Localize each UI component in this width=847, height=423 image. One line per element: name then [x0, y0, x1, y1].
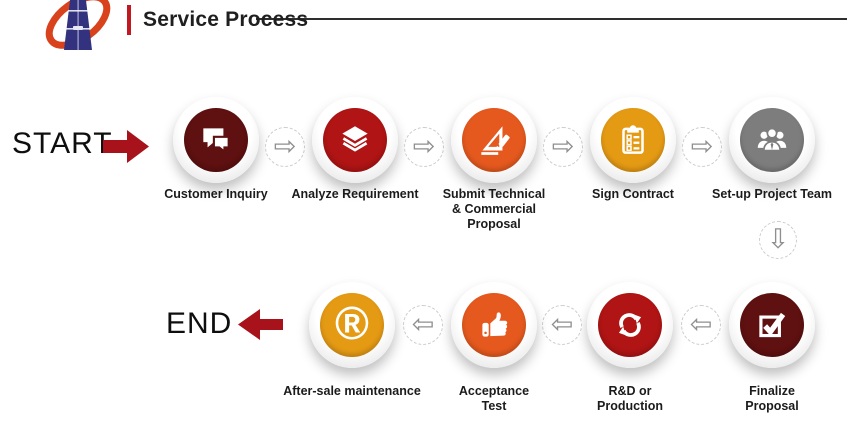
step-ring [312, 97, 398, 183]
step-ring [729, 97, 815, 183]
end-label: END [166, 307, 233, 340]
arrow-left-icon: ⇦ [403, 305, 443, 345]
arrow-glyph: ⇨ [690, 130, 714, 162]
step-label: Analyze Requirement [291, 187, 419, 201]
arrow-glyph: ⇦ [689, 308, 713, 340]
step-ring [729, 282, 815, 368]
start-arrow-icon [103, 130, 149, 163]
step-label: Submit Technical & Commercial Proposal [442, 187, 546, 231]
checkbox-icon [759, 312, 786, 338]
step-ring [587, 282, 673, 368]
page-title: Service Process [143, 8, 309, 31]
step-finalize-proposal [729, 282, 815, 368]
step-ring [173, 97, 259, 183]
step-disc [598, 293, 662, 357]
step-customer-inquiry [173, 97, 259, 183]
step-label: After-sale maintenance [283, 384, 421, 398]
arrow-right-icon: ⇨ [265, 127, 305, 167]
layers-icon [342, 126, 368, 152]
arrow-glyph: ⇨ [551, 130, 575, 162]
step-disc [740, 108, 804, 172]
step-ring: ® [309, 282, 395, 368]
step-ring [451, 97, 537, 183]
sync-icon [618, 313, 642, 337]
arrow-glyph: ⇨ [273, 130, 297, 162]
step-analyze-requirement [312, 97, 398, 183]
step-label: Finalize Proposal [745, 384, 799, 413]
title-accent-bar [127, 5, 131, 35]
step-label: Customer Inquiry [164, 187, 268, 201]
step-disc [323, 108, 387, 172]
team-icon [757, 127, 787, 152]
step-setup-project-team [729, 97, 815, 183]
arrow-right-icon: ⇨ [543, 127, 583, 167]
start-label: START [12, 127, 113, 160]
arrow-right-icon: ⇨ [404, 127, 444, 167]
step-acceptance-test [451, 282, 537, 368]
step-label: Acceptance Test [458, 384, 530, 413]
arrow-glyph: ⇦ [411, 308, 435, 340]
arrow-glyph: ⇦ [550, 308, 574, 340]
arrow-left-icon: ⇦ [542, 305, 582, 345]
step-ring [590, 97, 676, 183]
thumbs-up-icon [482, 312, 508, 337]
step-disc: ® [320, 293, 384, 357]
setsquare-pencil-icon [481, 126, 510, 155]
step-disc [462, 108, 526, 172]
step-disc [462, 293, 526, 357]
chat-icon [203, 128, 230, 154]
step-label: Set-up Project Team [712, 187, 832, 201]
step-rd-or-production [587, 282, 673, 368]
step-disc [601, 108, 665, 172]
clipboard-icon [622, 125, 644, 154]
step-ring [451, 282, 537, 368]
step-disc [740, 293, 804, 357]
arrow-glyph: ⇨ [412, 130, 436, 162]
registered-icon: ® [335, 297, 369, 349]
arrow-right-icon: ⇨ [682, 127, 722, 167]
arrow-glyph: ⇩ [766, 223, 790, 255]
step-label: R&D or Production [597, 384, 663, 413]
step-sign-contract [590, 97, 676, 183]
title-underline [256, 18, 847, 20]
step-label: Sign Contract [592, 187, 674, 201]
end-arrow-icon [238, 309, 283, 340]
company-logo [45, 0, 111, 50]
arrow-left-icon: ⇦ [681, 305, 721, 345]
step-after-sale-maintenance: ® [309, 282, 395, 368]
step-submit-proposal [451, 97, 537, 183]
arrow-down-icon: ⇩ [759, 221, 797, 259]
step-disc [184, 108, 248, 172]
